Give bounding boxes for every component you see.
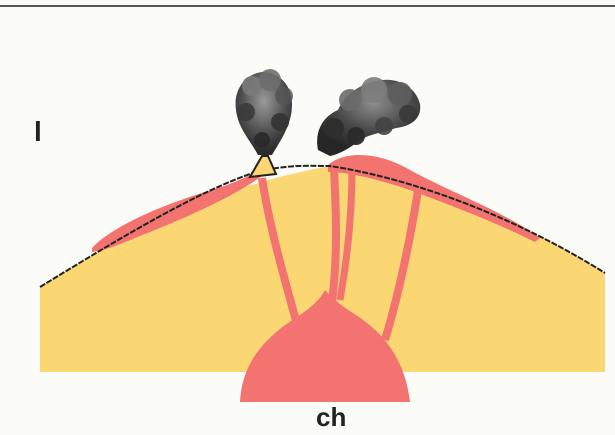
- magma-conduit-2: [332, 168, 336, 302]
- label-ch: ch: [316, 402, 346, 433]
- label-l: l: [34, 116, 42, 148]
- eruption-plume-right: [317, 77, 420, 156]
- eruption-plume-left: [236, 69, 293, 155]
- volcano-cone-left: [250, 156, 276, 177]
